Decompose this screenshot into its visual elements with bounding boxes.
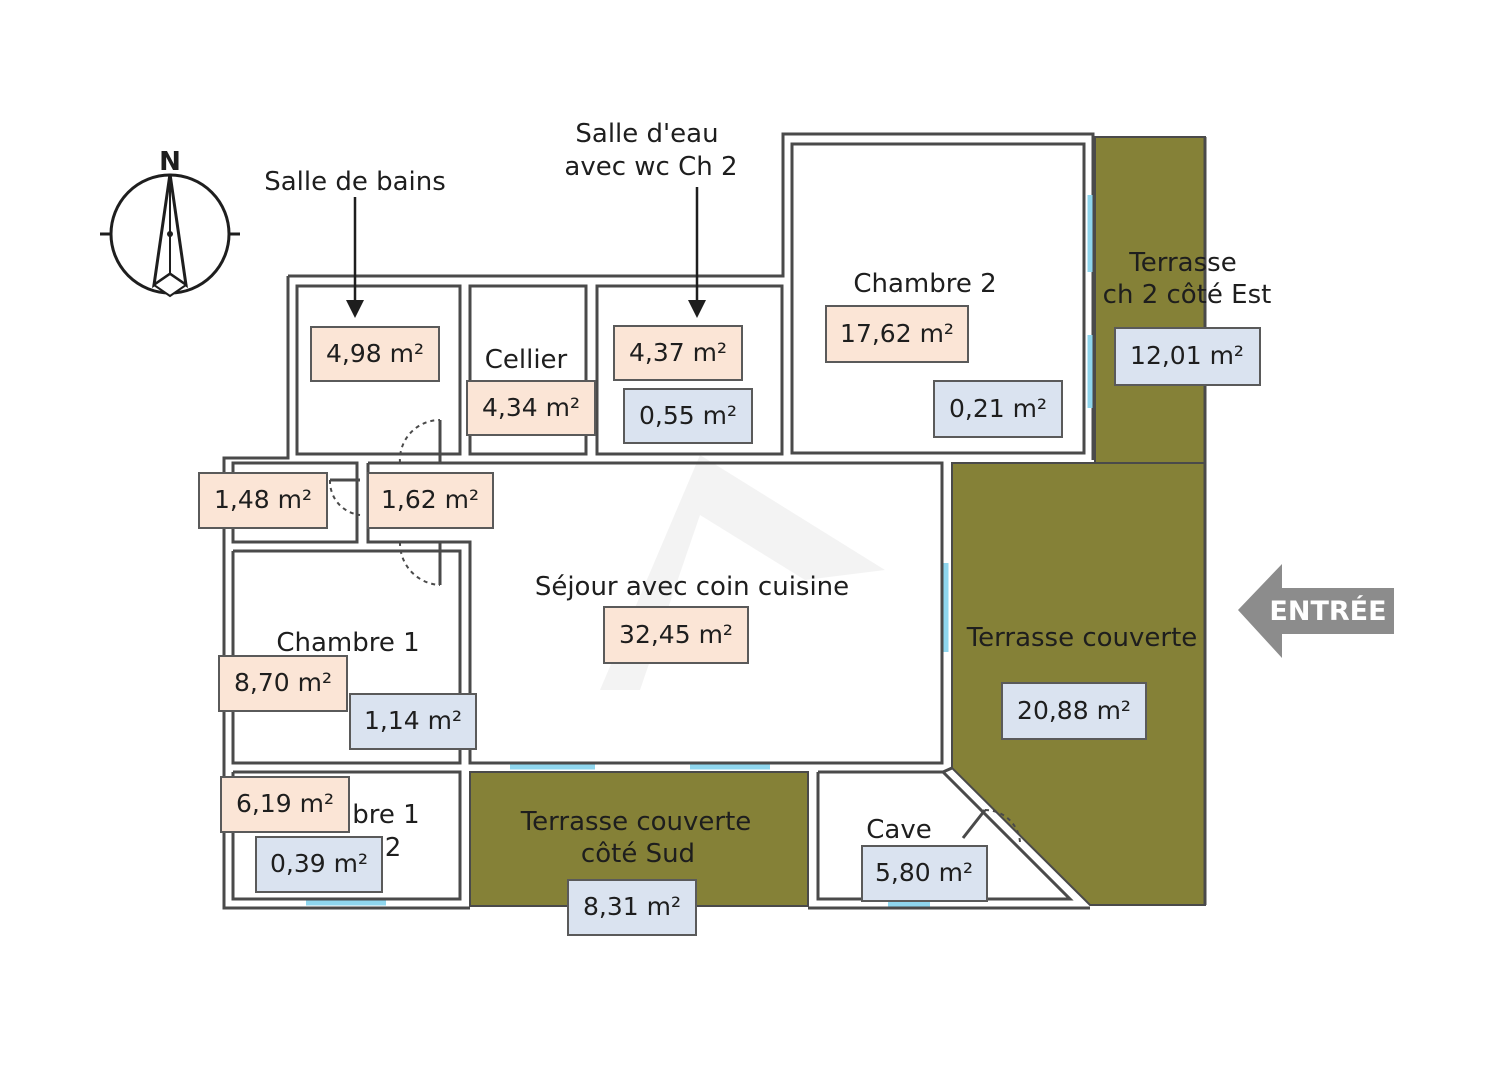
svg-text:4,37 m²: 4,37 m² bbox=[629, 338, 727, 367]
svg-text:8,31 m²: 8,31 m² bbox=[583, 892, 681, 921]
area-badge: 0,55 m² bbox=[623, 388, 753, 444]
label-salle-deau-2: avec wc Ch 2 bbox=[564, 152, 737, 182]
svg-text:4,34 m²: 4,34 m² bbox=[482, 393, 580, 422]
area-badge: 1,14 m² bbox=[349, 693, 477, 750]
label-cave: Cave bbox=[866, 815, 931, 845]
label-salle-de-bains: Salle de bains bbox=[264, 167, 446, 197]
area-badge: 8,70 m² bbox=[218, 655, 348, 712]
area-badge: 4,34 m² bbox=[466, 380, 596, 436]
svg-text:20,88 m²: 20,88 m² bbox=[1017, 696, 1131, 725]
label-cellier: Cellier bbox=[485, 345, 568, 375]
area-badge: 8,31 m² bbox=[567, 879, 697, 936]
label-chambre-1-partial-1: bre 1 bbox=[352, 800, 419, 830]
area-badge: 12,01 m² bbox=[1114, 327, 1261, 386]
label-sejour: Séjour avec coin cuisine bbox=[535, 572, 849, 602]
area-badge: 0,21 m² bbox=[933, 380, 1063, 438]
svg-text:1,48 m²: 1,48 m² bbox=[214, 485, 312, 514]
entry-label: ENTRÉE bbox=[1269, 595, 1386, 627]
label-chambre-2: Chambre 2 bbox=[853, 269, 996, 299]
area-badge: 20,88 m² bbox=[1001, 682, 1147, 740]
label-salle-deau-1: Salle d'eau bbox=[575, 119, 718, 149]
area-badges: 4,98 m² 4,34 m² 4,37 m² 0,55 m² 17,62 m²… bbox=[198, 305, 1261, 936]
area-badge: 4,37 m² bbox=[613, 325, 743, 381]
doors bbox=[328, 418, 1021, 843]
svg-text:1,62 m²: 1,62 m² bbox=[381, 485, 479, 514]
svg-text:0,55 m²: 0,55 m² bbox=[639, 401, 737, 430]
area-badge: 32,45 m² bbox=[603, 606, 749, 664]
watermark-logo bbox=[600, 455, 885, 690]
area-badge: 1,48 m² bbox=[198, 472, 328, 529]
label-terrasse-sud-1: Terrasse couverte bbox=[520, 807, 752, 837]
entry-arrow-icon: ENTRÉE bbox=[1238, 564, 1394, 658]
area-badge: 17,62 m² bbox=[825, 305, 969, 363]
compass-north-icon: N bbox=[100, 147, 240, 298]
label-terrasse-est-2: ch 2 côté Est bbox=[1103, 280, 1272, 310]
svg-text:8,70 m²: 8,70 m² bbox=[234, 668, 332, 697]
area-badge: 0,39 m² bbox=[255, 836, 383, 893]
svg-text:1,14 m²: 1,14 m² bbox=[364, 706, 462, 735]
room-labels: Salle de bains Salle d'eau avec wc Ch 2 … bbox=[264, 119, 1271, 869]
svg-text:5,80 m²: 5,80 m² bbox=[875, 858, 973, 887]
svg-text:0,39 m²: 0,39 m² bbox=[270, 849, 368, 878]
label-chambre-1: Chambre 1 bbox=[276, 628, 419, 658]
windows bbox=[306, 195, 1093, 907]
north-label: N bbox=[159, 147, 181, 177]
svg-text:6,19 m²: 6,19 m² bbox=[236, 789, 334, 818]
svg-text:17,62 m²: 17,62 m² bbox=[840, 319, 954, 348]
svg-text:12,01 m²: 12,01 m² bbox=[1130, 341, 1244, 370]
label-terrasse-couverte: Terrasse couverte bbox=[966, 623, 1198, 653]
svg-text:0,21 m²: 0,21 m² bbox=[949, 394, 1047, 423]
label-terrasse-est-1: Terrasse bbox=[1128, 248, 1236, 278]
label-chambre-1-partial-2: 2 bbox=[385, 833, 402, 863]
area-badge: 6,19 m² bbox=[220, 776, 350, 833]
pointer-arrows bbox=[346, 187, 706, 318]
area-badge: 1,62 m² bbox=[367, 472, 494, 529]
svg-text:32,45 m²: 32,45 m² bbox=[619, 620, 733, 649]
walls bbox=[222, 132, 1207, 910]
svg-text:4,98 m²: 4,98 m² bbox=[326, 339, 424, 368]
area-badge: 5,80 m² bbox=[861, 845, 988, 902]
area-badge: 4,98 m² bbox=[310, 326, 440, 382]
label-terrasse-sud-2: côté Sud bbox=[581, 839, 695, 869]
